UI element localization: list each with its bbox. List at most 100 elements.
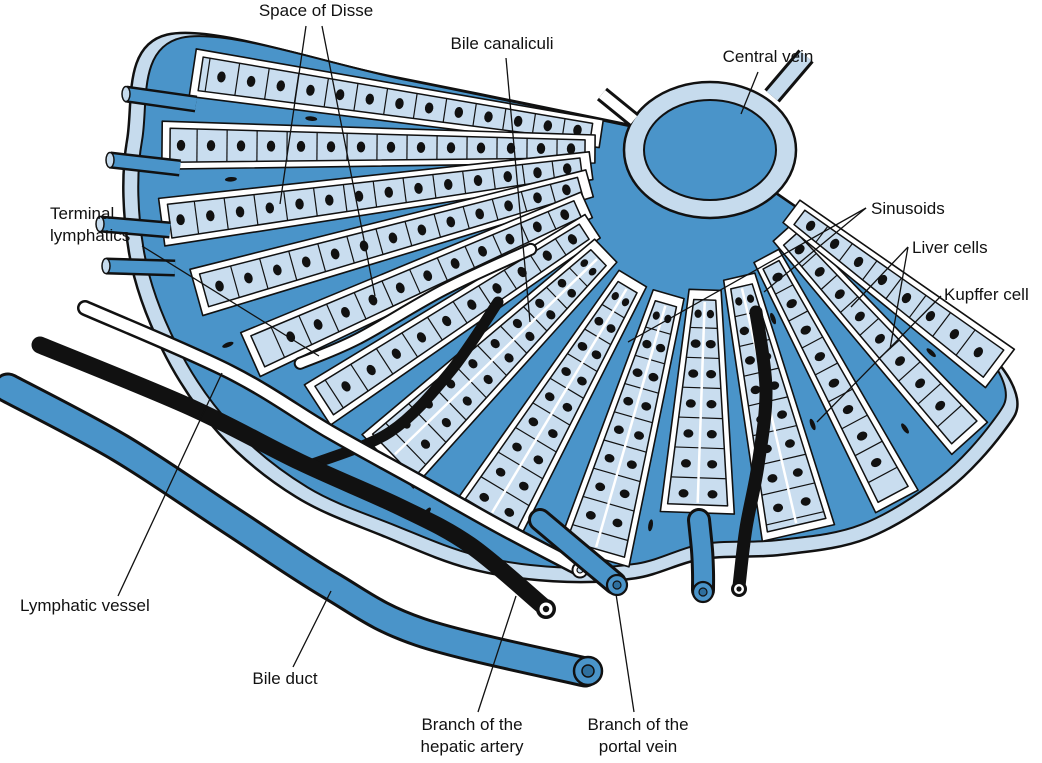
label-central-vein: Central vein	[723, 47, 814, 66]
cell-nucleus	[750, 385, 761, 395]
hepatic-artery-right-tube	[732, 305, 773, 593]
cell-nucleus	[206, 140, 216, 152]
cell-nucleus	[828, 378, 840, 388]
cell-nucleus	[454, 106, 464, 118]
cell-nucleus	[442, 315, 452, 327]
cell-nucleus	[621, 298, 630, 307]
cell-divider	[353, 292, 367, 320]
cell-nucleus	[901, 292, 912, 304]
cell-divider	[283, 191, 289, 221]
cell-nucleus	[562, 402, 573, 412]
cell-nucleus	[925, 311, 936, 322]
venule-cut-end	[101, 257, 111, 275]
cell-nucleus	[544, 392, 555, 402]
bile-duct-leader	[292, 590, 332, 668]
bile-duct-end	[581, 664, 595, 678]
cell-nucleus	[585, 511, 596, 520]
cell-divider	[264, 68, 270, 100]
cell-nucleus	[634, 431, 644, 440]
cell-nucleus	[325, 194, 334, 206]
cell-nucleus	[330, 248, 340, 260]
liver-cell-band	[197, 56, 594, 142]
cell-nucleus	[441, 417, 451, 428]
cell-divider	[828, 388, 853, 403]
cell-divider	[551, 161, 556, 181]
label-bile-canaliculi: Bile canaliculi	[451, 34, 554, 53]
cell-divider	[472, 103, 477, 127]
kupffer-cell-body	[222, 341, 234, 348]
cell-nucleus	[341, 306, 350, 318]
cell-nucleus	[814, 352, 826, 362]
portal-venule-right-tube	[690, 511, 713, 599]
cell-divider	[204, 58, 211, 92]
cell-divider	[288, 250, 298, 281]
bile-canaliculus-line	[696, 301, 706, 503]
cell-divider	[491, 199, 499, 221]
cell-nucleus	[535, 298, 545, 308]
cell-nucleus	[690, 339, 701, 348]
cell-nucleus	[648, 372, 659, 382]
cell-nucleus	[694, 309, 702, 318]
cell-nucleus	[577, 341, 588, 351]
cell-nucleus	[566, 143, 576, 155]
kupffer-cell-body	[224, 176, 237, 182]
cell-nucleus	[548, 429, 558, 439]
cell-nucleus	[777, 410, 788, 419]
cell-nucleus	[935, 400, 946, 411]
cell-nucleus	[416, 332, 427, 343]
cell-nucleus	[384, 186, 393, 198]
cell-nucleus	[805, 220, 816, 231]
cell-nucleus	[276, 80, 285, 92]
cell-nucleus	[341, 381, 351, 392]
cell-nucleus	[273, 264, 282, 276]
leader-lines	[117, 25, 942, 713]
cell-divider	[478, 285, 493, 307]
cell-divider	[381, 280, 394, 307]
cell-nucleus	[513, 115, 523, 127]
cell-nucleus	[313, 319, 323, 330]
liver-cell-plate	[659, 288, 736, 515]
venule-cut-end	[105, 151, 115, 169]
cell-divider	[908, 295, 927, 318]
cell-nucleus	[707, 490, 718, 499]
cell-nucleus	[854, 311, 865, 322]
cell-nucleus	[391, 348, 401, 359]
portal-vein-branch-tube	[531, 511, 624, 592]
cell-divider	[409, 269, 421, 294]
kupffer-cell-leader	[816, 295, 942, 423]
cell-nucleus	[417, 224, 427, 236]
cell-nucleus	[641, 402, 652, 411]
cell-nucleus	[652, 311, 660, 320]
hepatic-artery-tube	[31, 336, 552, 615]
cell-nucleus	[388, 232, 398, 244]
cell-divider	[402, 177, 407, 203]
cell-nucleus	[473, 175, 483, 187]
cell-nucleus	[543, 120, 553, 132]
cell-nucleus	[542, 250, 552, 261]
bile-canaliculus-line	[394, 258, 598, 456]
cell-divider	[324, 379, 344, 409]
cell-nucleus	[296, 140, 306, 152]
cell-nucleus	[973, 347, 984, 358]
cell-nucleus	[244, 272, 253, 284]
cell-divider	[298, 315, 313, 345]
terminal-lymphatic-channel	[295, 244, 536, 368]
kupffer-cell-body	[809, 418, 816, 431]
cell-nucleus	[642, 339, 652, 349]
label-branch-portal-vein-line1: Branch of the	[587, 715, 688, 734]
cell-nucleus	[786, 299, 797, 309]
cell-nucleus	[746, 294, 755, 303]
cell-nucleus	[206, 210, 215, 222]
cell-nucleus	[467, 299, 477, 310]
cell-divider	[788, 310, 809, 322]
cell-nucleus	[895, 356, 905, 366]
cell-divider	[820, 274, 838, 290]
label-terminal-lymphatics-line1: Terminal	[50, 204, 114, 223]
central-vein-stub	[598, 90, 638, 124]
hepatic-artery-internal-branch	[304, 296, 504, 471]
liver-cell-plate	[157, 150, 594, 247]
sinusoids-leader-2	[763, 207, 867, 293]
cell-nucleus	[366, 364, 376, 376]
portal-venule-stub	[105, 260, 176, 274]
cell-nucleus	[490, 338, 500, 349]
